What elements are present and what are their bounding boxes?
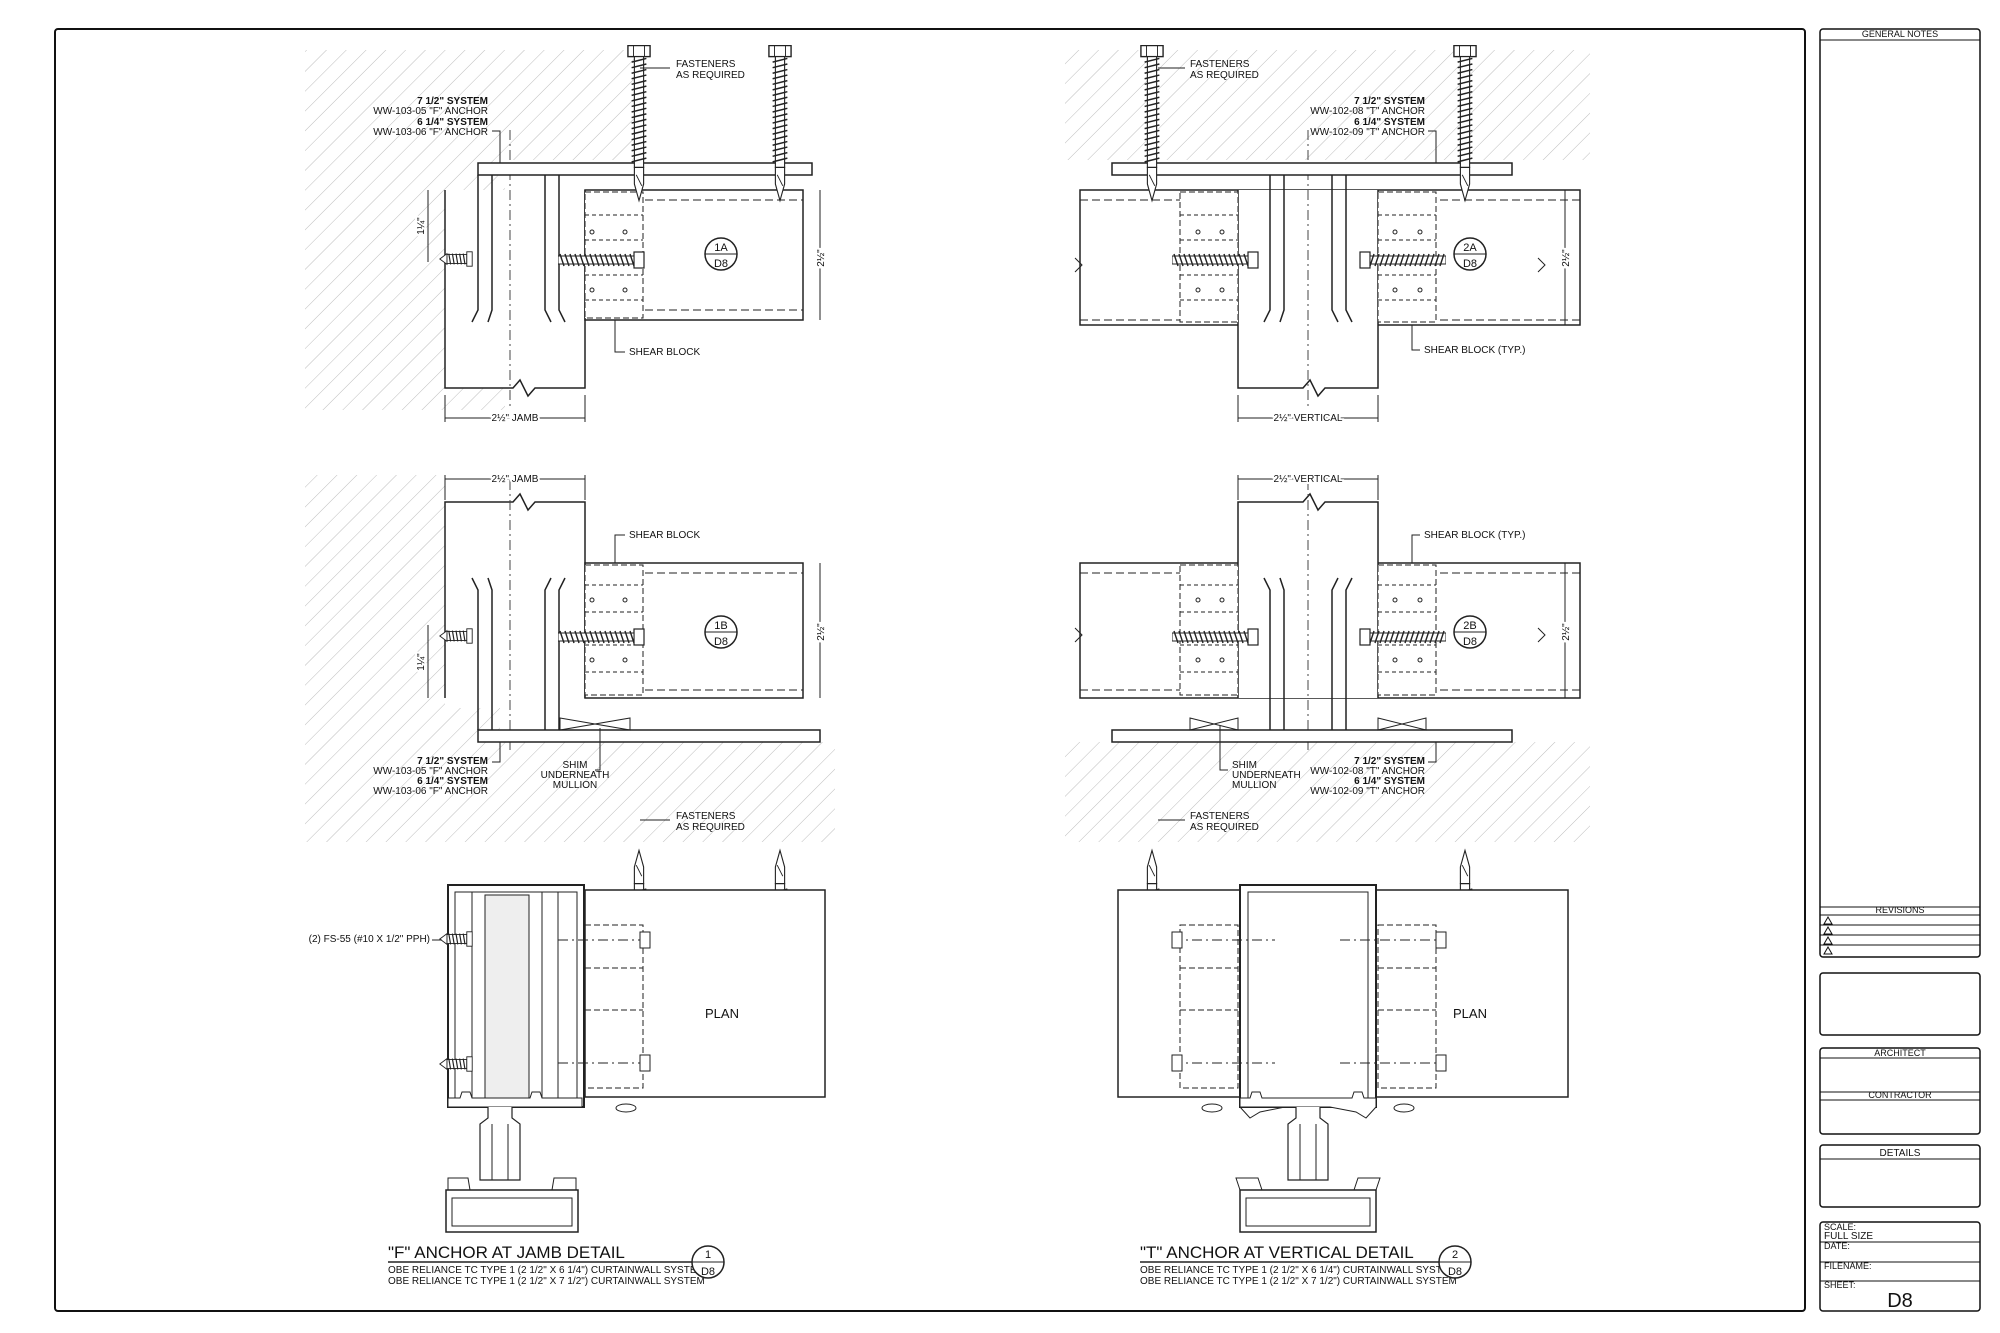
detail-2-subtitle-2: OBE RELIANCE TC TYPE 1 (2 1/2" X 7 1/2")… (1140, 1276, 1457, 1287)
shim-label-1b-3: MULLION (553, 780, 597, 791)
fs55-label: (2) FS-55 (#10 X 1/2" PPH) (309, 934, 430, 945)
plan-2: PLAN (1117, 884, 1569, 1233)
shear-block-label-1b: SHEAR BLOCK (629, 530, 700, 541)
fasteners-label-1b-2: AS REQUIRED (676, 822, 745, 833)
fasteners-label-2a-2: AS REQUIRED (1190, 70, 1259, 81)
system-75-label-2b: 7 1/2" SYSTEM (1354, 756, 1425, 767)
section-1a: 1A D8 2½" JAMB 1¼" 2½" FASTENERS AS REQU… (305, 45, 829, 426)
fasteners-label-2b: FASTENERS (1190, 811, 1250, 822)
shim-label-1b-2: UNDERNEATH (541, 770, 610, 781)
dim-jamb-1b: 2½" JAMB (492, 474, 539, 485)
title-block: GENERAL NOTES REVISIONS ARCHITECT CONTRA… (1819, 28, 1981, 1312)
shear-block-label-2b: SHEAR BLOCK (TYP.) (1424, 530, 1526, 541)
system-75-label-1b: 7 1/2" SYSTEM (417, 756, 488, 767)
fasteners-label-1b: FASTENERS (676, 811, 736, 822)
dim-vertical-2b: 2½" VERTICAL (1274, 474, 1343, 485)
fasteners-label-1a: FASTENERS (676, 59, 736, 70)
blank-stamp-box (1819, 972, 1981, 1036)
dim-2-5-1b: 2½" (816, 623, 827, 641)
general-notes-box (1819, 28, 1981, 958)
system-625-label-1b: 6 1/4" SYSTEM (417, 776, 488, 787)
detail-1-subtitle-2: OBE RELIANCE TC TYPE 1 (2 1/2" X 7 1/2")… (388, 1276, 705, 1287)
revision-triangle-icon (1823, 935, 1833, 945)
bubble-2a-bottom: D8 (1463, 258, 1477, 270)
sheet-number: D8 (1887, 1290, 1913, 1312)
detail-2-title-text: "T" ANCHOR AT VERTICAL DETAIL (1140, 1243, 1414, 1262)
date-label: DATE: (1824, 1241, 1850, 1251)
system-625-label-2b: 6 1/4" SYSTEM (1354, 776, 1425, 787)
detail-2-subtitle-1: OBE RELIANCE TC TYPE 1 (2 1/2" X 6 1/4")… (1140, 1265, 1457, 1276)
shim-label-1b: SHIM (563, 760, 588, 771)
bubble-1b-bottom: D8 (714, 636, 728, 648)
contractor-heading: CONTRACTOR (1868, 1090, 1932, 1100)
anchor-75-label-1b: WW-103-05 "F" ANCHOR (373, 766, 488, 777)
plan-label-2: PLAN (1453, 1006, 1487, 1021)
dim-2-5-1a: 2½" (816, 249, 827, 267)
detail-1-sheet: D8 (701, 1266, 715, 1278)
dim-2-5-2b: 2½" (1561, 623, 1572, 641)
shim-label-2b-3: MULLION (1232, 780, 1276, 791)
fasteners-label-2a: FASTENERS (1190, 59, 1250, 70)
section-1b: 1B D8 2½" JAMB 1¼" 2½" SHEAR BLOCK 7 1/2… (305, 472, 835, 1006)
bubble-1a-bottom: D8 (714, 258, 728, 270)
sheet-border (54, 28, 1806, 1312)
bubble-2b-bottom: D8 (1463, 636, 1477, 648)
architect-heading: ARCHITECT (1874, 1048, 1926, 1058)
shim-label-2b-2: UNDERNEATH (1232, 770, 1301, 781)
detail-2-number: 2 (1452, 1249, 1458, 1261)
anchor-625-label-1b: WW-103-06 "F" ANCHOR (373, 786, 488, 797)
details-box (1819, 1144, 1981, 1208)
general-notes-heading: GENERAL NOTES (1862, 29, 1938, 39)
dim-2-5-2a: 2½" (1561, 249, 1572, 267)
anchor-625-label-2b: WW-102-09 "T" ANCHOR (1310, 786, 1425, 797)
detail-2-sheet: D8 (1448, 1266, 1462, 1278)
system-625-label-2a: 6 1/4" SYSTEM (1354, 117, 1425, 128)
anchor-625-label-1a: WW-103-06 "F" ANCHOR (373, 127, 488, 138)
dim-1-25-1b: 1¼" (415, 653, 427, 671)
detail-2-t-anchor: 2A D8 2½" VERTICAL 2½" FASTENERS AS REQU… (1065, 45, 1590, 1287)
detail-1-title: "F" ANCHOR AT JAMB DETAIL OBE RELIANCE T… (388, 1243, 725, 1287)
dim-vertical-2a: 2½" VERTICAL (1274, 413, 1343, 424)
filename-label: FILENAME: (1824, 1261, 1872, 1271)
detail-1-f-anchor: 1A D8 2½" JAMB 1¼" 2½" FASTENERS AS REQU… (305, 45, 835, 1287)
anchor-75-label-2b: WW-102-08 "T" ANCHOR (1310, 766, 1425, 777)
anchor-625-label-2a: WW-102-09 "T" ANCHOR (1310, 127, 1425, 138)
sheet-label: SHEET: (1824, 1280, 1856, 1290)
detail-1-title-text: "F" ANCHOR AT JAMB DETAIL (388, 1243, 625, 1262)
dim-1-25-1a: 1¼" (415, 217, 427, 235)
bubble-1b-top: 1B (714, 620, 727, 632)
architect-contractor-box (1819, 1047, 1981, 1135)
dim-jamb-1a: 2½" JAMB (492, 413, 539, 424)
plan-1: PLAN (2) FS-55 (#10 X 1/2" PPH) (309, 884, 826, 1233)
plan-label-1: PLAN (705, 1006, 739, 1021)
detail-2-title: "T" ANCHOR AT VERTICAL DETAIL OBE RELIAN… (1140, 1243, 1472, 1287)
shear-block-label-2a: SHEAR BLOCK (TYP.) (1424, 345, 1526, 356)
detail-1-subtitle-1: OBE RELIANCE TC TYPE 1 (2 1/2" X 6 1/4")… (388, 1265, 705, 1276)
system-625-label-1a: 6 1/4" SYSTEM (417, 117, 488, 128)
details-heading: DETAILS (1880, 1148, 1921, 1159)
system-75-label-1a: 7 1/2" SYSTEM (417, 96, 488, 107)
anchor-75-label-1a: WW-103-05 "F" ANCHOR (373, 106, 488, 117)
revision-triangle-icon (1823, 925, 1833, 935)
revisions-heading: REVISIONS (1875, 905, 1924, 915)
sheet-info-box (1819, 1221, 1981, 1312)
section-2b: 2B D8 2½" VERTICAL 2½" SHEAR BLOCK (TYP.… (1065, 472, 1590, 1006)
bubble-2a-top: 2A (1463, 242, 1477, 254)
bubble-2b-top: 2B (1463, 620, 1476, 632)
shim-label-2b: SHIM (1232, 760, 1257, 771)
fasteners-label-2b-2: AS REQUIRED (1190, 822, 1259, 833)
detail-1-number: 1 (705, 1249, 711, 1261)
bubble-1a-top: 1A (714, 242, 728, 254)
shear-block-label-1a: SHEAR BLOCK (629, 347, 700, 358)
anchor-75-label-2a: WW-102-08 "T" ANCHOR (1310, 106, 1425, 117)
revision-triangle-icon (1823, 945, 1833, 955)
revision-triangle-icon (1823, 915, 1833, 925)
scale-label: SCALE: (1824, 1222, 1856, 1232)
fasteners-label-1a-2: AS REQUIRED (676, 70, 745, 81)
scale-value: FULL SIZE (1824, 1231, 1873, 1242)
section-2a: 2A D8 2½" VERTICAL 2½" FASTENERS AS REQU… (1065, 45, 1590, 426)
system-75-label-2a: 7 1/2" SYSTEM (1354, 96, 1425, 107)
